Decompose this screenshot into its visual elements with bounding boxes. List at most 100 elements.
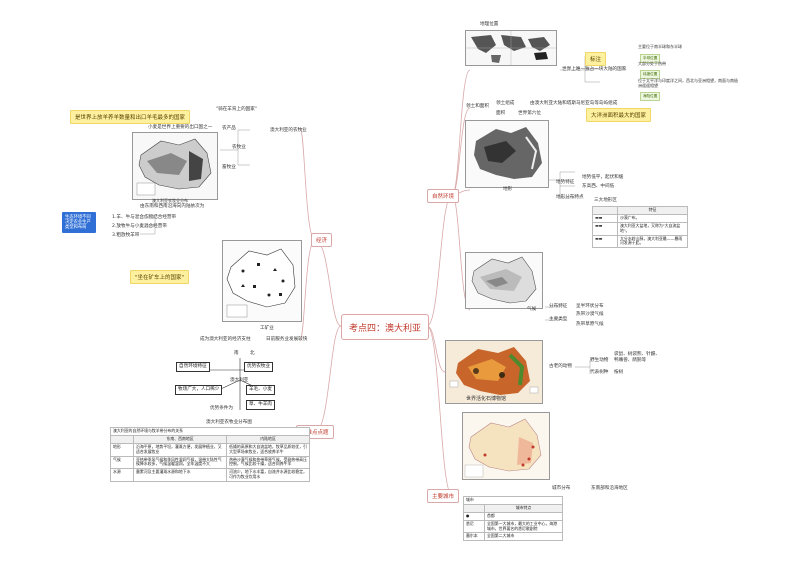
cell: 亚热带季风气候和季风性湿润气候，温带大陆性气候降水较多，气候温暖湿润，全年温度不…: [132, 455, 228, 470]
table-row: 墨尔本 全国第二大城市: [463, 532, 563, 542]
export-label: 澳大利亚的农牧业: [270, 128, 307, 133]
diagram-bottom: 优势条件为: [210, 406, 233, 411]
difficult-table: 澳大利亚的自然环境与牧羊带分布的关系 东南、西南地区 内陆地区 地形 沿海平原，…: [110, 427, 310, 482]
sheep-note: 是世界上放羊养羊数量和出口羊毛最多的国家: [70, 110, 191, 124]
area-label: 面积: [496, 111, 506, 116]
terrain-region-table: 特征 ▬▬沙漠广布。 ▬▬澳大利亚大盆地，又称为"大自流盆地"。 ▬▬大分水岭山…: [592, 206, 688, 249]
land-desc: 由澳大利亚大陆和塔斯马尼亚岛等岛屿组成: [530, 101, 618, 106]
branch-nature[interactable]: 自然环境: [427, 189, 460, 203]
city-table: 城市 城市特点 ●首都 悉尼 全国第一大城市，最大的工业中心，海港城市，世界著名…: [463, 496, 563, 542]
region-row-3: 大分水岭山脉，澳大利亚最——暴雨河发源于此。: [617, 234, 688, 249]
ancient-animals-label: 古老的动物: [549, 364, 572, 369]
diagram-box-1: 自然环境特征: [176, 362, 210, 372]
terrain-map-caption: 地形: [503, 187, 513, 192]
animal-husbandry-label: 畜牧业: [222, 165, 236, 170]
center-topic[interactable]: 考点四：澳大利亚: [341, 314, 429, 340]
branch-cities[interactable]: 主要城市: [427, 489, 460, 503]
diagram-side-north: 北: [250, 351, 255, 356]
animal-group-2-value: 桉树: [614, 370, 624, 375]
diagram-center: 澳大利亚: [230, 378, 249, 383]
city-name: 墨尔本: [463, 532, 485, 542]
sea-position-label: 世界上唯一独占一块大陆的国家: [562, 67, 627, 72]
cell: 低矮的高原和大自流盆地，牧草品质较优，引大型草场来牧业，适合放养羊牛: [226, 442, 310, 457]
legend-note: 标注: [585, 52, 607, 66]
sea-item-1: 主要位于南半球和东半球: [638, 44, 682, 49]
col-header-2: 内陆地区: [226, 434, 310, 444]
city-map-sub: 东南部和沿海地区: [591, 486, 628, 491]
city-desc: 全国第一大城市，最大的工业中心，海港城市，世界著名的悉尼歌剧院: [484, 519, 563, 534]
terrain-feature-label: 地势特征: [556, 180, 575, 185]
cell: 沿海平原，地势平坦，灌溉方便，发展种植业，又适合发展牧业: [132, 442, 228, 457]
living-fossil-map: [445, 340, 543, 404]
climate-type-2: 热带草原气候: [576, 322, 604, 327]
table-row: 水源 墨累河及主要灌溉水源和地下水 河流少，地下水丰富，自流井水源比较稳定，可作…: [110, 468, 310, 482]
sea-item-2: 大部分处于热带: [638, 61, 666, 66]
agri-distribution-map: [132, 132, 218, 200]
terrain-regions-label: 地形分布特点: [556, 195, 584, 200]
city-map: [462, 412, 550, 480]
row-label: 水源: [110, 468, 134, 482]
cell: 热带沙漠气候和热带草原气候，受副热带高压控制，气候比较干燥，适合饲养牛羊: [226, 455, 310, 470]
ecology-blue-note: 生态环境不同决定农业生产类型和布局: [62, 212, 96, 234]
museum-label: 世界活化石博物馆: [466, 396, 507, 402]
agri-products-label: 农产品: [222, 126, 236, 131]
diagram-box-2: 优势农牧业: [244, 362, 273, 372]
row-label: 气候: [110, 455, 134, 470]
three-regions-label: 三大地形区: [594, 198, 617, 203]
feature-header: 特征: [617, 206, 688, 215]
tag-latitude: 纬度位置: [640, 70, 661, 79]
branch-economy[interactable]: 经济: [311, 233, 333, 247]
agri-husbandry-label: 农牧业: [232, 145, 246, 150]
difficult-table-title: 澳大利亚农牧业分布图: [206, 420, 252, 425]
city-desc: 全国第二大城市: [484, 532, 563, 542]
table-row: 悉尼 全国第一大城市，最大的工业中心，海港城市，世界著名的悉尼歌剧院: [463, 519, 563, 534]
agri-map-caption-2: 由东南和西南沿海向内陆依次为: [140, 204, 205, 209]
cell: 墨累河及主要灌溉水源和地下水: [132, 468, 228, 482]
table-row: 气候 亚热带季风气候和季风性湿润气候，温带大陆性气候降水较多，气候温暖湿润，全年…: [110, 455, 310, 470]
tag-hemisphere: 半球位置: [640, 54, 661, 63]
region-row-1: 沙漠广布。: [617, 213, 688, 223]
city-feature-col: 城市特点: [484, 503, 563, 513]
terrain-high-low: 东高西、中间低: [582, 184, 615, 189]
climate-types-label: 主要类型: [549, 317, 568, 322]
mine-caption-3: 日前服务业发展较快: [266, 337, 308, 342]
table-row: 地形 沿海平原，地势平坦，灌溉方便，发展种植业，又适合发展牧业 低矮的高原和大自…: [110, 442, 310, 457]
mining-map: [222, 240, 302, 322]
city-table-title: 城市: [463, 496, 563, 505]
sheep-region-label: 小麦是世界上重要的出口国之一: [148, 125, 213, 130]
difficult-table-caption: 澳大利亚的自然环境与牧羊带分布的关系: [110, 427, 310, 436]
diagram-box-4: 羊毛、小麦: [246, 385, 275, 395]
land-label: 领土和面积: [466, 104, 489, 109]
col-header-0: [110, 434, 134, 444]
location-map-title: 地理位置: [480, 22, 499, 27]
terrain-feature-value: 地势低平，起伏和缓: [582, 175, 624, 180]
climate-map: [465, 252, 543, 309]
agri-step-2: 2.放牧牛与小麦混合经营带: [112, 224, 167, 229]
animal-group-2: 代表树种: [590, 370, 609, 375]
city-name: 首都: [484, 511, 563, 521]
region-row-2: 澳大利亚大盆地，又称为"大自流盆地"。: [617, 221, 688, 236]
mine-note: "坐在矿车上的国家": [130, 270, 190, 284]
animal-group-1: 野生动物: [590, 358, 609, 363]
terrain-map: [465, 120, 549, 188]
world-location-map: [465, 30, 557, 66]
agri-step-1: 1.羊、牛与混合作物结合经营带: [112, 215, 177, 220]
tag-sea-land: 海陆位置: [640, 92, 661, 101]
land-composition: 领土组成: [496, 101, 515, 106]
climate-type-1: 热带沙漠气候: [576, 312, 604, 317]
mine-map-caption: 工矿业: [260, 326, 274, 331]
climate-map-label: 气候: [527, 307, 537, 312]
climate-distribution-label: 分布特征: [549, 304, 568, 309]
table-row: ●首都: [463, 511, 563, 521]
mine-caption-2: 成为澳大利亚的经济支柱: [200, 337, 251, 342]
diagram-box-5: 草、牛羊肉: [246, 400, 275, 410]
sea-item-3: 位于太平洋与印度洋之间，西北与亚洲相望，南面与南极洲遥遥相望: [638, 78, 738, 88]
diagram-side-south: 南: [234, 351, 239, 356]
animal-group-1-value: 袋鼠、树袋熊、针鼹、鸭嘴兽、鸸鹋等: [614, 352, 660, 363]
city-map-label: 城市分布: [552, 486, 571, 491]
agri-step-3: 3.粗放牧羊带: [112, 233, 140, 238]
col-header-1: 东南、西南地区: [132, 434, 228, 444]
row-label: 地形: [110, 442, 134, 457]
cell: 河流少，地下水丰富，自流井水源比较稳定，可作为牧业饮用水: [226, 468, 310, 482]
area-rank: 世界第六位: [518, 111, 541, 116]
